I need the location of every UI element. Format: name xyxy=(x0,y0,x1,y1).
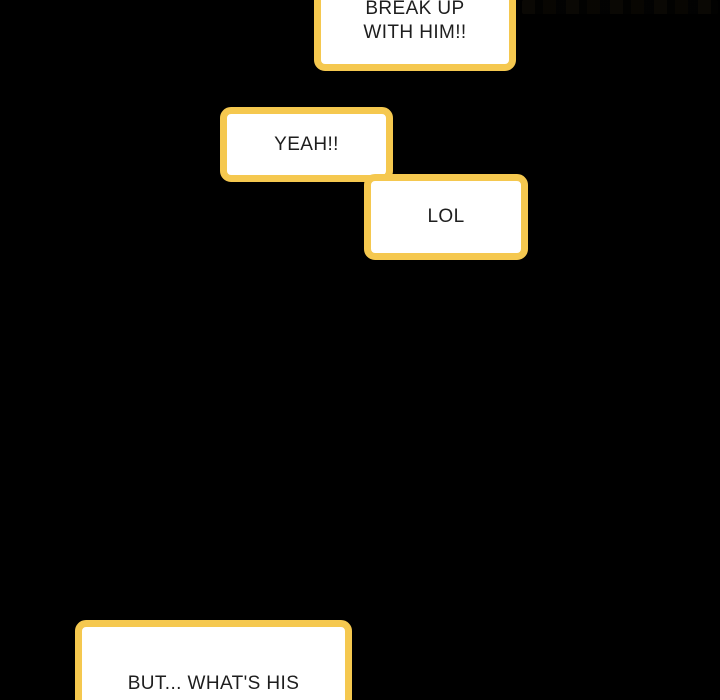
speech-line: WITH HIM!! xyxy=(363,22,467,43)
speech-line: BUT... WHAT'S HIS xyxy=(127,673,300,694)
speech-line: LOL xyxy=(427,206,465,227)
speech-line: YEAH!! xyxy=(274,133,339,155)
faint-cropped-bubble-artifact xyxy=(522,0,718,14)
speech-bubble-yeah: YEAH!! xyxy=(220,107,393,182)
speech-bubble-break-up: BREAK UP WITH HIM!! xyxy=(314,0,516,71)
speech-bubble-lol: LOL xyxy=(364,174,528,260)
speech-bubble-but-whats-his: BUT... WHAT'S HIS xyxy=(75,620,352,700)
speech-line: BREAK UP xyxy=(365,0,465,19)
